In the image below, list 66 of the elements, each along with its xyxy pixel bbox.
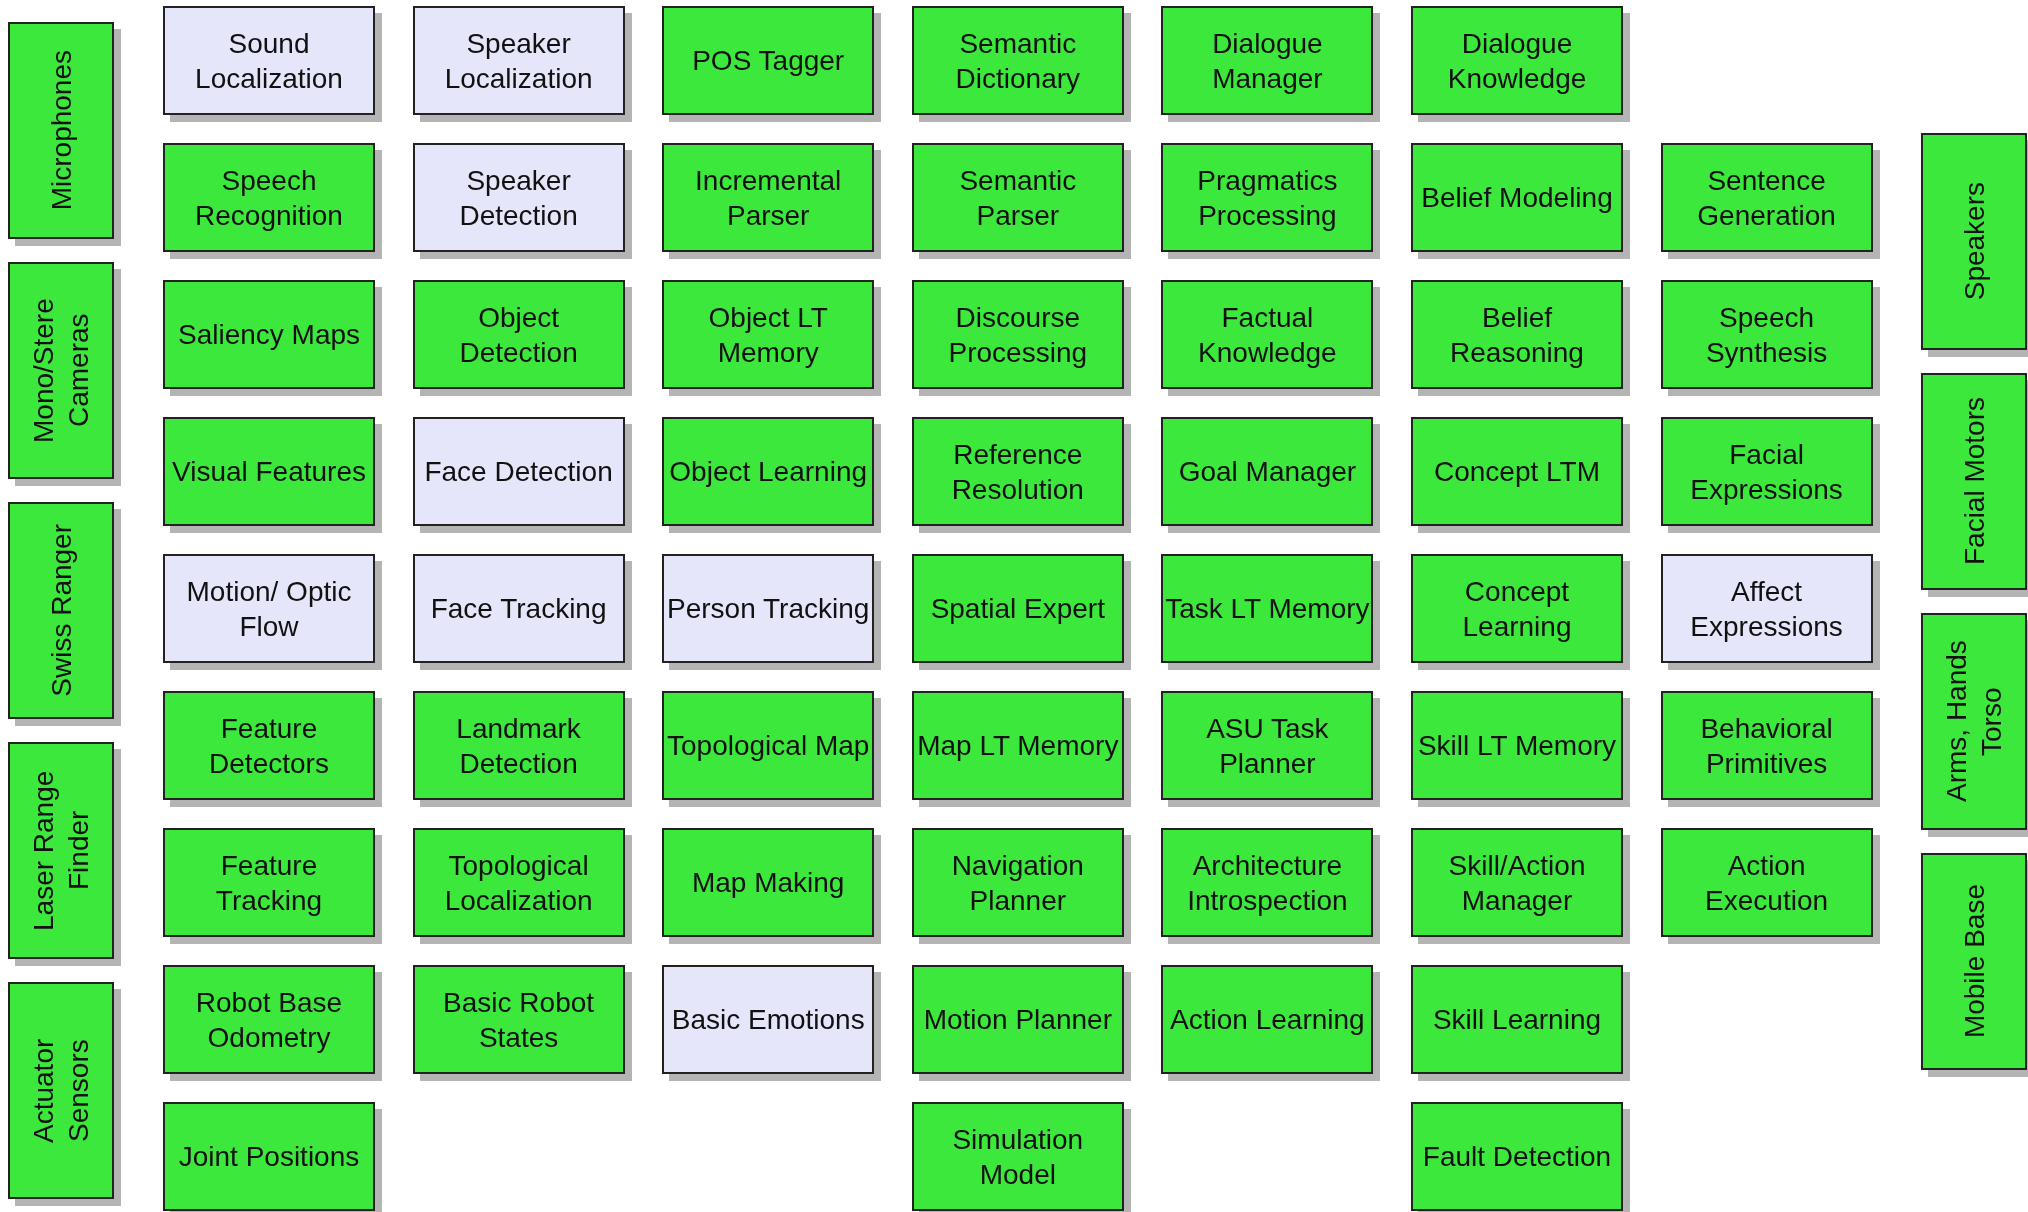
node-label: Robot Base Odometry xyxy=(194,985,344,1055)
node-label: Swiss Ranger xyxy=(44,524,78,697)
node-label: Factual Knowledge xyxy=(1197,300,1338,370)
node-label: Navigation Planner xyxy=(950,848,1085,918)
node-label: Mono/Stere Cameras xyxy=(27,297,95,445)
node-label: Arms, Hands Torso xyxy=(1940,639,2008,805)
node-label: Action Learning xyxy=(1170,1003,1365,1037)
node-label: Goal Manager xyxy=(1178,455,1357,489)
node-label: Topological Localization xyxy=(443,848,594,918)
node-label: Motion/ Optic Flow xyxy=(185,574,353,644)
node-label: Face Tracking xyxy=(430,592,607,626)
node-label: Sound Localization xyxy=(194,26,344,96)
node-label: Object Learning xyxy=(669,455,868,489)
node-label: Map Making xyxy=(691,866,845,900)
node-label: Skill LT Memory xyxy=(1417,729,1617,763)
node-label: Object LT Memory xyxy=(707,300,829,370)
node-label: Motion Planner xyxy=(923,1003,1112,1037)
node-label: Semantic Parser xyxy=(958,163,1078,233)
node-label: Speech Recognition xyxy=(194,163,344,233)
node-label: Actuator Sensors xyxy=(27,1037,95,1145)
node-label: ASU Task Planner xyxy=(1205,711,1330,781)
node-label: Task LT Memory xyxy=(1165,592,1370,626)
node-label: Facial Expressions xyxy=(1689,437,1844,507)
node-label: Joint Positions xyxy=(178,1140,360,1174)
node-label: Fault Detection xyxy=(1422,1140,1612,1174)
node-label: Topological Map xyxy=(667,729,870,763)
node-label: Simulation Model xyxy=(951,1122,1085,1192)
node-label: Feature Detectors xyxy=(208,711,330,781)
node-label: Visual Features xyxy=(172,455,366,489)
node-label: Map LT Memory xyxy=(917,729,1119,763)
node-label: Speakers xyxy=(1957,182,1991,301)
node-label: Feature Tracking xyxy=(214,848,324,918)
node-label: Facial Motors xyxy=(1957,397,1991,566)
node-label: Pragmatics Processing xyxy=(1196,163,1339,233)
node-label: Behavioral Primitives xyxy=(1699,711,1834,781)
node-label: Mobile Base xyxy=(1957,884,1991,1039)
node-label: Discourse Processing xyxy=(947,300,1089,370)
node-label: Concept Learning xyxy=(1461,574,1573,644)
node-label: Basic Emotions xyxy=(671,1003,865,1037)
node-label: Microphones xyxy=(44,50,78,211)
node-label: Face Detection xyxy=(424,455,613,489)
node-label: Sentence Generation xyxy=(1696,163,1837,233)
node-label: Object Detection xyxy=(458,300,579,370)
node-label: Skill Learning xyxy=(1432,1003,1602,1037)
node-label: Reference Resolution xyxy=(950,437,1085,507)
node-label: Spatial Expert xyxy=(930,592,1105,626)
node-label: Laser Range Finder xyxy=(27,769,95,933)
node-label: Incremental Parser xyxy=(694,163,843,233)
node-label: Affect Expressions xyxy=(1689,574,1844,644)
node-label: Basic Robot States xyxy=(442,985,596,1055)
node-label: Speaker Detection xyxy=(458,163,579,233)
node-label: Speech Synthesis xyxy=(1704,300,1829,370)
node-label: Speaker Localization xyxy=(443,26,594,96)
node-label: POS Tagger xyxy=(692,44,845,78)
node-label: Dialogue Knowledge xyxy=(1446,26,1588,96)
node-label: Skill/Action Manager xyxy=(1447,848,1587,918)
node-label: Person Tracking xyxy=(667,592,870,626)
node-label: Concept LTM xyxy=(1434,455,1600,489)
node-label: Architecture Introspection xyxy=(1186,848,1349,918)
node-label: Landmark Detection xyxy=(455,711,582,781)
node-label: Dialogue Manager xyxy=(1211,26,1324,96)
node-label: Saliency Maps xyxy=(177,318,361,352)
node-label: Belief Reasoning xyxy=(1449,300,1585,370)
node-label: Action Execution xyxy=(1704,848,1830,918)
node-label: Semantic Dictionary xyxy=(954,26,1082,96)
node-label: Belief Modeling xyxy=(1421,181,1613,215)
